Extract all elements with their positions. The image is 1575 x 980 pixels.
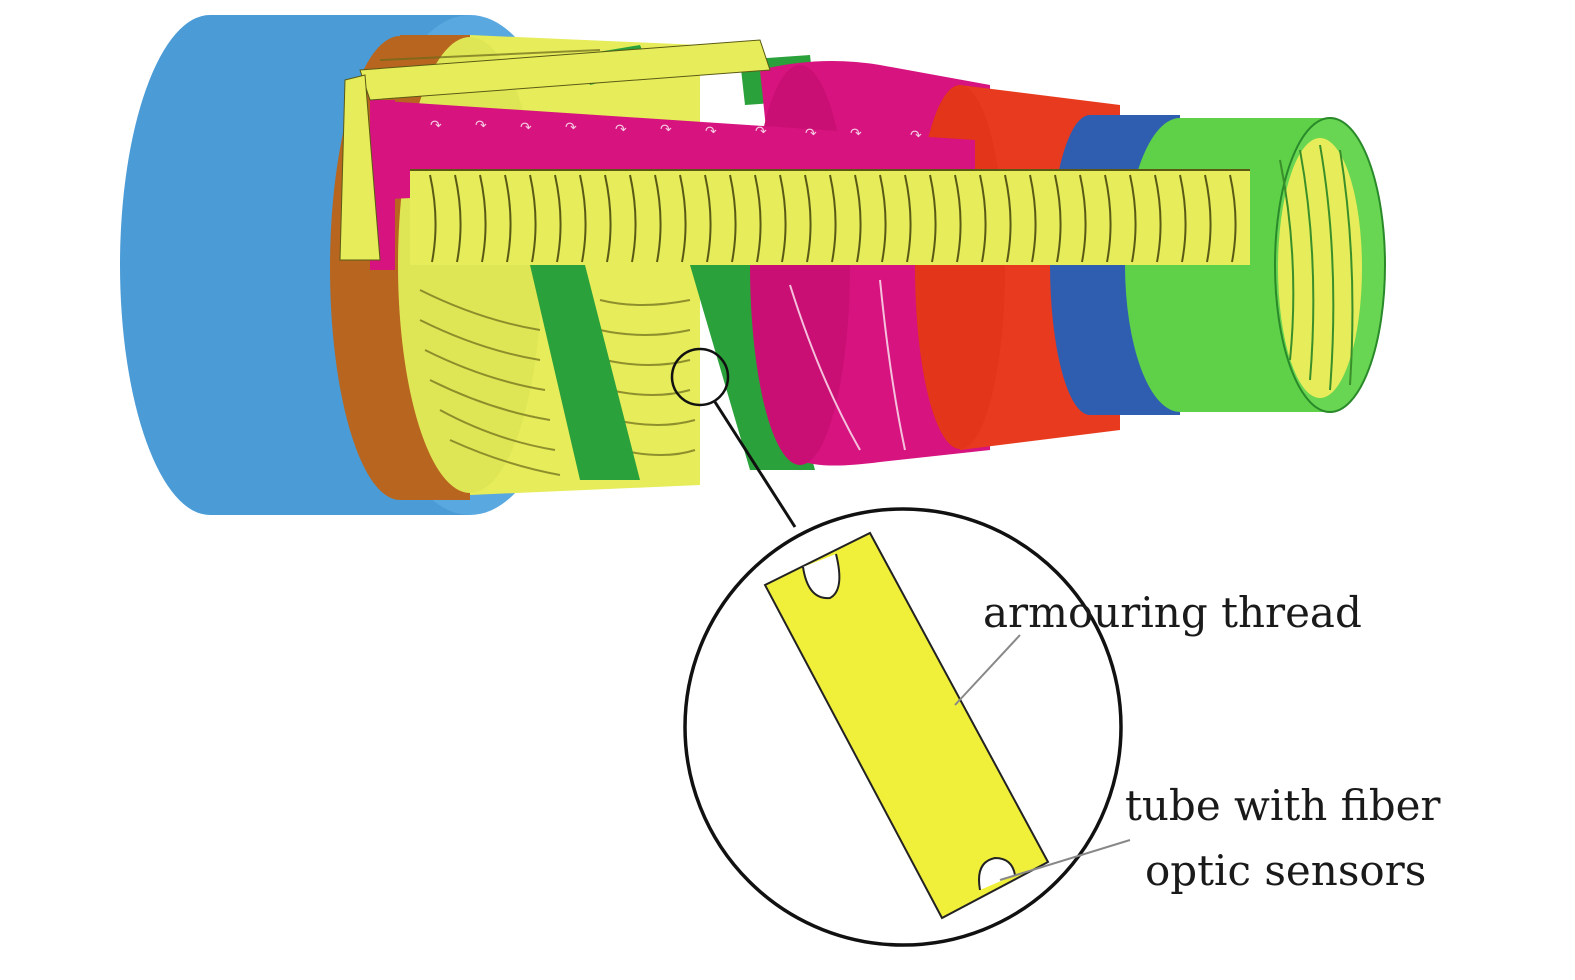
- svg-text:↷: ↷: [660, 122, 672, 138]
- detail-source-circle: [670, 347, 730, 407]
- upper-armour-strips: [339, 39, 771, 261]
- tube-label-line2: optic sensors: [1145, 846, 1427, 895]
- svg-text:↷: ↷: [850, 126, 862, 142]
- cut-face-strip: [410, 169, 1250, 265]
- svg-text:↷: ↷: [615, 122, 627, 138]
- svg-text:↷: ↷: [475, 118, 487, 134]
- tube-label-line1: tube with fiber: [1125, 781, 1441, 830]
- svg-text:↷: ↷: [520, 120, 532, 136]
- tube-leader: [999, 839, 1131, 881]
- armouring-thread-leader: [954, 634, 1021, 706]
- armouring-thread-label: armouring thread: [983, 588, 1362, 637]
- svg-text:↷: ↷: [565, 120, 577, 136]
- svg-text:↷: ↷: [430, 118, 442, 134]
- svg-text:↷: ↷: [910, 128, 922, 144]
- svg-text:↷: ↷: [705, 124, 717, 140]
- magnifier-connector-line: [713, 401, 797, 528]
- svg-text:↷: ↷: [755, 124, 767, 140]
- svg-text:↷: ↷: [805, 126, 817, 142]
- armouring-thread-detail: [763, 531, 1050, 920]
